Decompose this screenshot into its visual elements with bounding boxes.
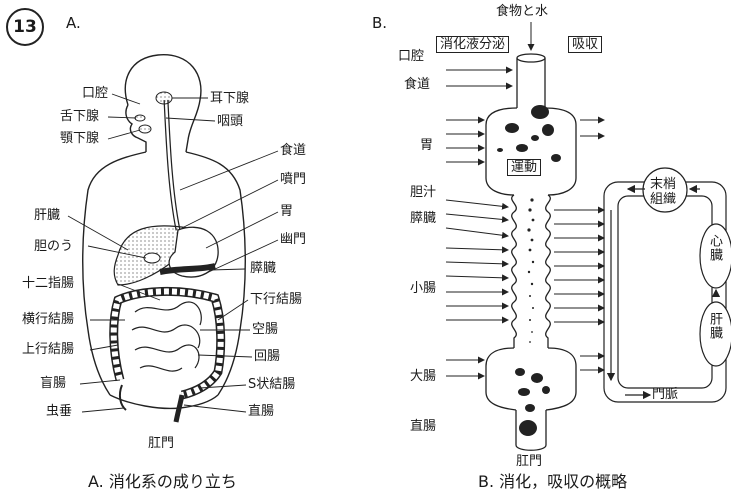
- label-mouth: 口腔: [82, 87, 108, 100]
- panel-b-letter: B.: [372, 16, 387, 31]
- label-stomach-b: 胃: [420, 139, 433, 152]
- label-sublingual: 舌下腺: [60, 110, 99, 123]
- submandibular-gland: [139, 125, 151, 133]
- small-intestine-organ: [132, 302, 201, 371]
- label-gallbladder: 胆のう: [34, 240, 73, 253]
- label-liver-a: 肝臓: [34, 209, 60, 222]
- label-rectum-a: 直腸: [248, 405, 274, 418]
- label-anus-a: 肛門: [148, 437, 174, 450]
- label-pancreas-b: 膵臓: [410, 212, 436, 225]
- label-descending-colon: 下行結腸: [250, 293, 302, 306]
- label-peripheral-tissue: 末梢 組織: [650, 178, 676, 208]
- label-portal-vein: 門脈: [652, 388, 678, 401]
- label-parotid: 耳下腺: [210, 92, 249, 105]
- label-cecum: 盲腸: [40, 377, 66, 390]
- panel-b-caption: B. 消化，吸収の概略: [478, 474, 627, 490]
- absorption-arrows: [531, 22, 604, 370]
- label-liver-b: 肝臓: [708, 312, 721, 340]
- label-submandibular: 顎下腺: [60, 132, 99, 145]
- label-bile: 胆汁: [410, 186, 436, 199]
- parotid-gland: [156, 92, 172, 104]
- label-ascending-colon: 上行結腸: [22, 343, 74, 356]
- sublingual-gland: [135, 115, 145, 121]
- label-pancreas-a: 膵臓: [250, 262, 276, 275]
- label-small-intestine: 小腸: [410, 282, 436, 295]
- label-appendix: 虫垂: [46, 405, 72, 418]
- appendix-organ: [120, 385, 126, 410]
- label-transverse-colon: 横行結腸: [22, 313, 74, 326]
- label-pharynx: 咽頭: [217, 115, 243, 128]
- label-anus-b: 肛門: [516, 455, 542, 468]
- absorption-box: 吸収: [568, 36, 602, 53]
- secretion-arrows: [446, 70, 512, 376]
- label-heart: 心臓: [708, 234, 721, 262]
- label-large-intestine: 大腸: [410, 370, 436, 383]
- intestinal-contents: [497, 105, 561, 436]
- label-rectum-b: 直腸: [410, 420, 436, 433]
- label-esophagus-b: 食道: [404, 78, 430, 91]
- label-food-water: 食物と水: [496, 5, 548, 18]
- label-esophagus-a: 食道: [280, 144, 306, 157]
- movement-box: 運動: [507, 159, 541, 176]
- label-stomach-a: 胃: [280, 205, 293, 218]
- rectum-organ: [176, 395, 182, 422]
- gallbladder-organ: [144, 253, 160, 263]
- panel-a-caption: A. 消化系の成り立ち: [88, 474, 237, 490]
- label-duodenum: 十二指腸: [22, 277, 74, 290]
- label-jejunum: 空腸: [252, 323, 278, 336]
- label-pylorus: 幽門: [280, 233, 306, 246]
- label-ileum: 回腸: [254, 350, 280, 363]
- colon-organ: [114, 291, 221, 395]
- label-cardia: 噴門: [280, 173, 306, 186]
- label-mouth-b: 口腔: [398, 50, 424, 63]
- panel-a-letter: A.: [66, 16, 81, 31]
- figure-number-badge: 13: [6, 8, 44, 46]
- label-sigmoid-colon: S状結腸: [248, 378, 295, 391]
- secretion-box: 消化液分泌: [436, 36, 509, 53]
